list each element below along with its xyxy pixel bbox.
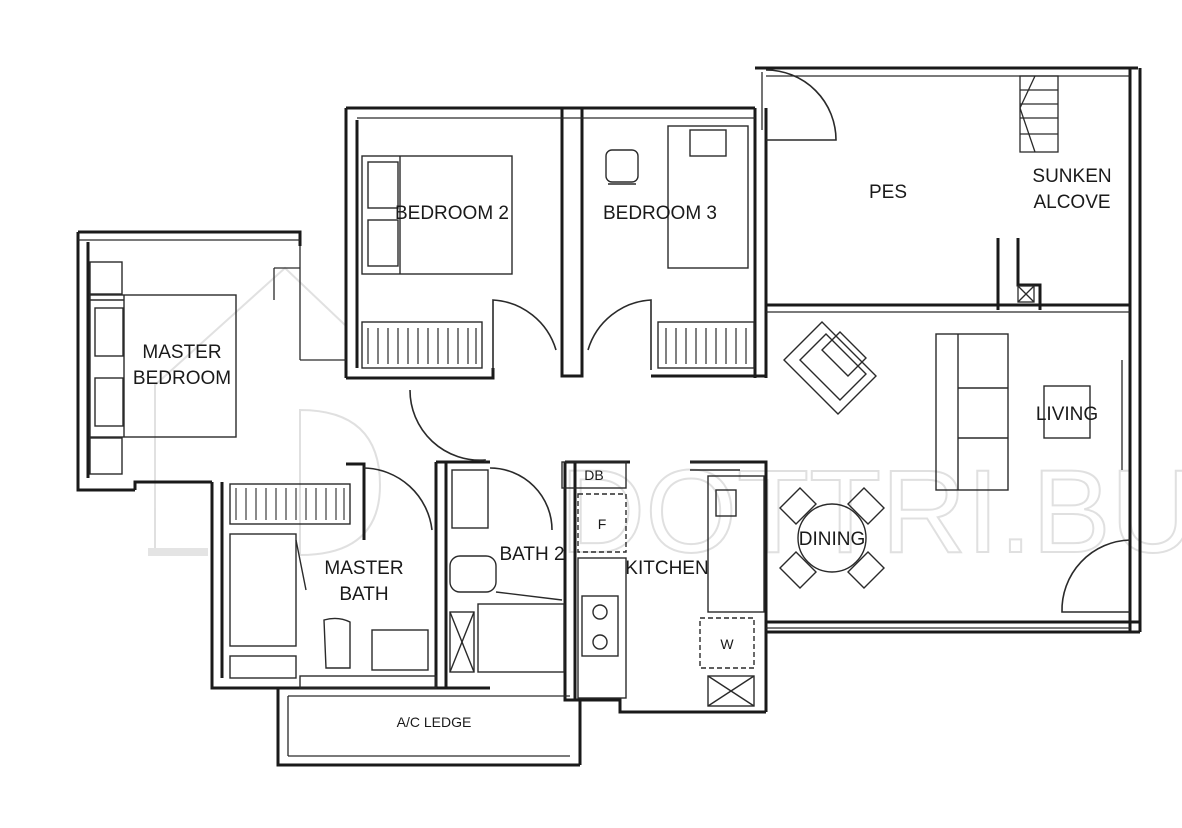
bedroom3-wardrobe — [665, 328, 747, 364]
label-master-bath-line2: BATH — [339, 584, 388, 605]
label-sunken-alcove-line1: SUNKEN — [1032, 166, 1111, 187]
living-sofa — [935, 333, 1091, 491]
label-master-bath-line1: MASTER — [324, 558, 403, 579]
room-labels: MASTER BEDROOM BEDROOM 2 BEDROOM 3 PES S… — [133, 166, 1112, 730]
master-bed — [89, 261, 237, 475]
walls — [76, 66, 1142, 767]
label-ac-ledge: A/C LEDGE — [397, 714, 472, 730]
watermark-text: DOTTRI.BUILD — [560, 446, 1182, 578]
label-bath2: BATH 2 — [499, 544, 564, 565]
label-bedroom3: BEDROOM 3 — [603, 203, 717, 224]
label-master-bedroom-line2: BEDROOM — [133, 368, 231, 389]
bath2-fixtures — [449, 469, 565, 673]
label-fridge: F — [598, 516, 607, 532]
label-living: LIVING — [1036, 404, 1098, 425]
label-kitchen: KITCHEN — [625, 558, 708, 579]
label-sunken-alcove-line2: ALCOVE — [1033, 192, 1110, 213]
master-bath-fixtures — [229, 483, 437, 689]
bedroom2-bed — [361, 155, 513, 369]
watermark-logo: DOTTRI.BUILD — [148, 266, 1182, 579]
label-washer: W — [720, 636, 734, 652]
dining-table — [779, 487, 885, 589]
living-armchair — [783, 321, 877, 415]
kitchen-fixtures — [561, 461, 765, 707]
master-wardrobe-hatch — [235, 488, 345, 520]
label-pes: PES — [869, 182, 907, 203]
window-lines — [78, 72, 1130, 757]
label-bedroom2: BEDROOM 2 — [395, 203, 509, 224]
label-master-bedroom-line1: MASTER — [142, 342, 221, 363]
label-db: DB — [584, 467, 603, 483]
alcove-stairs — [1017, 75, 1059, 303]
doors — [363, 69, 1131, 613]
label-dining: DINING — [799, 529, 866, 550]
bedroom3-bed — [605, 125, 755, 369]
bedroom2-wardrobe — [367, 328, 477, 364]
